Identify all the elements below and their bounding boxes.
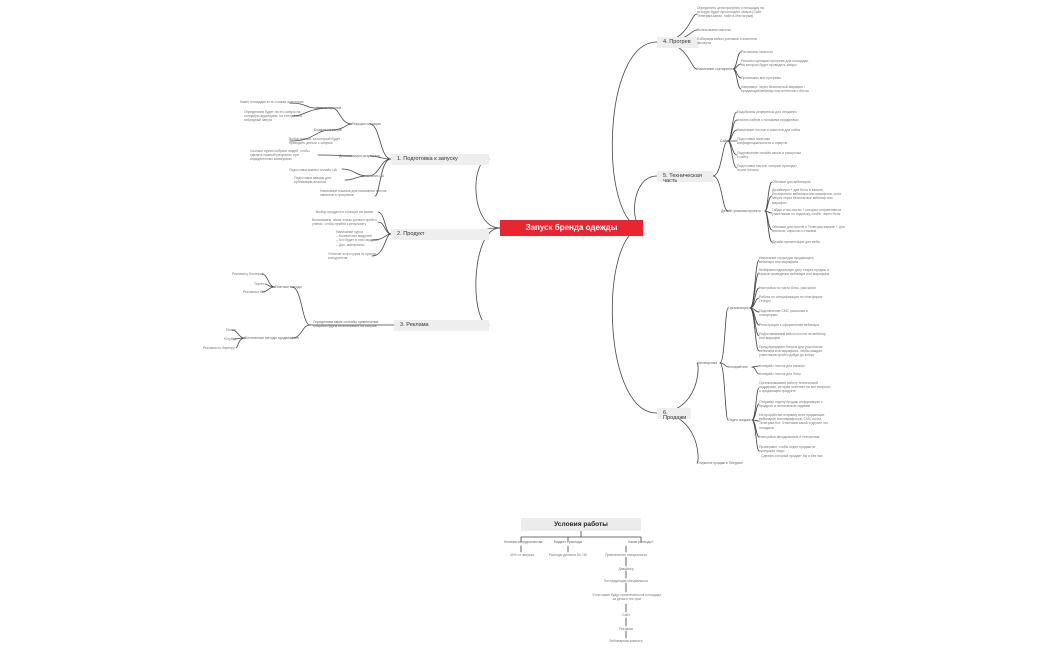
node-sales-org[interactable]: Организация — [728, 306, 749, 310]
node-prep-budget[interactable]: Бюджет на запуск — [314, 128, 343, 132]
node-ads-bloggers[interactable]: Реклама у блогеров — [232, 272, 264, 276]
node-product-choice[interactable]: Выбор продукта и позиции на рынке — [316, 210, 374, 214]
link-central-ads — [475, 227, 501, 326]
node-tech-policy[interactable]: Подготовка политики конфиденциальности и… — [737, 137, 788, 146]
node-prep-situation[interactable]: Текущая ситуация — [352, 122, 381, 126]
node-tech-cashbox[interactable]: Подключение онлайн-кассы и рассрочки к с… — [737, 151, 802, 160]
cond-val-specialist[interactable]: Привлечение специалиста — [604, 553, 648, 557]
branch-sales[interactable]: 6. Продажи — [657, 408, 691, 421]
node-warmup-goals[interactable]: Определить цели прогрева и площадку на к… — [697, 6, 764, 19]
node-product-stages[interactable]: Вытягиваем, какие этапы должен пройти уч… — [312, 218, 377, 227]
node-prep-factories[interactable]: Подготовка заводы для публикации аналога — [294, 176, 331, 185]
node-warmup-example[interactable]: Например: через бесплатный марафон / про… — [741, 85, 809, 94]
node-sales-support[interactable]: Организовываем работу технической поддер… — [759, 381, 831, 394]
node-sales-bonuses[interactable]: Предупреждаем бонусы для участников веби… — [759, 345, 823, 358]
node-ads-free[interactable]: Бесплатные методы продвижения — [245, 336, 299, 340]
node-warmup-scripts[interactable]: Написание сценариев — [697, 67, 732, 71]
node-ads-youtuber[interactable]: Ютубер — [224, 337, 237, 341]
node-prep-decomp[interactable]: Декомпозиция результата — [339, 154, 380, 158]
cond-val-percent[interactable]: 40% от запуска — [509, 553, 535, 557]
node-prep-stream[interactable]: Выбор потока, на который будет приходить… — [289, 137, 341, 146]
cond-chain-site[interactable]: Сайт — [622, 613, 630, 617]
node-ads-target[interactable]: Таргет — [254, 282, 265, 286]
node-tech-refs[interactable]: Подобраны референсы для лендинга — [737, 110, 797, 114]
link-central-prep — [475, 158, 501, 229]
branch-prep[interactable]: 1. Подготовка к запуску — [391, 154, 489, 165]
node-tech-design[interactable]: Дизайн упаковки проекта — [721, 209, 761, 213]
cond-chain-ads[interactable]: Рекламы — [618, 627, 634, 631]
branch-ads[interactable]: 3. Реклама — [394, 320, 489, 331]
node-ads-determine[interactable]: Определяем какие способы привлечения тра… — [313, 320, 379, 329]
node-prep-channels[interactable]: Анализ каналов — [316, 106, 342, 110]
node-prep-audience[interactable]: Определяем будет ли это запуск на холодн… — [244, 110, 303, 123]
node-prep-platforms[interactable]: Какие площадки есть и какая аудитория — [240, 100, 304, 104]
node-sales-leads[interactable]: Проверяем, чтобы отдел продаж не пропуск… — [759, 445, 816, 454]
node-tech-guides[interactable]: Гайды и чек-листы + которые отправляются… — [772, 208, 842, 217]
branch-product[interactable]: 2. Продукт — [391, 229, 489, 240]
node-sales-getcourse[interactable]: Работа по спецификации по платформе Гетк… — [759, 295, 823, 304]
node-sales-brief[interactable]: Отправку отделу продаж информацию о прод… — [759, 400, 823, 409]
node-sales-copy-channels[interactable]: Копирайт постов для каналы — [759, 364, 805, 368]
branch-tech[interactable]: 5. Техническая часть — [657, 171, 713, 184]
node-tech-tg-covers[interactable]: Обложки для постов в Телеграм-канале + д… — [772, 225, 845, 234]
node-ads-vk[interactable]: Реклама в ВК — [243, 290, 265, 294]
node-sales-autodial[interactable]: Настройка автодозвонов и телефонии — [759, 435, 820, 439]
cond-chain-specialists[interactable]: Последующие специалисты — [603, 579, 649, 583]
cond-col-expenses[interactable]: Какие расходы? — [628, 540, 654, 544]
conditions-title[interactable]: Условия работы — [521, 518, 641, 531]
node-prep-ta[interactable]: Анализ ЦА — [367, 174, 385, 178]
node-tech-site-posts[interactable]: Написание постов и смыслов для сайта — [737, 128, 801, 132]
cond-col-budget[interactable]: Бюджет / расходы — [553, 540, 583, 544]
node-warmup-all[interactable]: Прописаны все прогревы — [741, 76, 781, 80]
node-warmup-cases[interactable]: Собираем кейсы учеников и клиентов экспе… — [697, 37, 757, 46]
link-central-sales — [611, 227, 658, 414]
node-sales-self[interactable]: Сделать который продает бы и без нас — [761, 454, 823, 458]
node-ads-barter[interactable]: Реклама по бартеру — [203, 346, 235, 350]
node-sales-autofunnel[interactable]: Автоворонка — [697, 361, 718, 365]
cond-chain-webinar-room[interactable]: Вебинарная комната — [609, 639, 643, 643]
node-ads-paid[interactable]: Платные методы — [275, 285, 302, 289]
node-tech-analysis[interactable]: Анализ сайтов с похожими продуктами — [737, 118, 799, 122]
node-warmup-decided[interactable]: Решили сценарии прогрева для площадки, н… — [741, 59, 809, 68]
node-product-diff[interactable]: Отличие этого курса от курсов конкуренто… — [328, 252, 376, 261]
link-central-warmup — [611, 41, 658, 229]
central-topic[interactable]: Запуск бренда одежды — [500, 220, 643, 236]
cond-chain-platform[interactable]: Если какие будут привлечены на площадку,… — [592, 593, 662, 602]
node-tech-presentation[interactable]: Дизайн презентации для вебы — [772, 240, 820, 244]
node-product-course[interactable]: Написание курса – Количество модулей – Ч… — [336, 230, 379, 247]
cond-col-terms[interactable]: Условия сотрудничества — [503, 540, 543, 544]
node-sales-dept[interactable]: Отдел продаж — [728, 418, 751, 422]
node-warmup-meanings[interactable]: Выписываем смыслы — [697, 28, 731, 32]
node-prep-online[interactable]: Подготовка анализ онлайн ЦА — [289, 168, 337, 172]
node-sales-copy-bots[interactable]: Копирайт постов для боты — [759, 372, 801, 376]
node-tech-letters[interactable]: Подготовка листов, которые приходят посл… — [737, 164, 797, 173]
branch-warmup[interactable]: 4. Прогрев — [657, 37, 699, 48]
node-prep-posts[interactable]: Написание показов для написания постов с… — [320, 189, 387, 198]
node-ads-posev[interactable]: Посев — [226, 328, 236, 332]
node-tech-covers[interactable]: Обложки для вебинаров — [772, 180, 811, 184]
node-sales-copy[interactable]: Копирайтинг — [728, 365, 748, 369]
cond-val-split[interactable]: Расходы делятся 50 / 50 — [548, 553, 588, 557]
node-sales-structure[interactable]: Написание структуры продающего вебинара … — [759, 256, 814, 265]
node-sales-open[interactable]: Открытие продаж в Telegram — [697, 461, 743, 465]
node-tech-bots[interactable]: Дизайнеры + дев Боты в канале, Бесплатно… — [772, 188, 842, 205]
cond-chain-designer[interactable]: Дизайнер — [618, 567, 634, 571]
node-sales-sms[interactable]: Подключение СМС рассылки и платформы — [759, 309, 808, 318]
node-prep-people[interactable]: Сколько нужно собрать людей, чтобы сдела… — [250, 149, 310, 162]
node-sales-date[interactable]: Выбираем идеальную дату старта продаж и … — [759, 268, 830, 277]
node-sales-webinars[interactable]: На проработке отправку всех продающих ве… — [759, 413, 829, 430]
node-sales-registration[interactable]: Регистрация к оформлению вебинара — [759, 323, 820, 327]
node-warmup-persona[interactable]: Расписана личность — [741, 50, 774, 54]
node-sales-setup[interactable]: Настройка по части боты, рассылки — [759, 286, 816, 290]
node-sales-cases[interactable]: Подготавливаем кейсы постов на вебинар и… — [759, 332, 826, 341]
node-tech-site[interactable]: Сайт — [720, 139, 728, 143]
